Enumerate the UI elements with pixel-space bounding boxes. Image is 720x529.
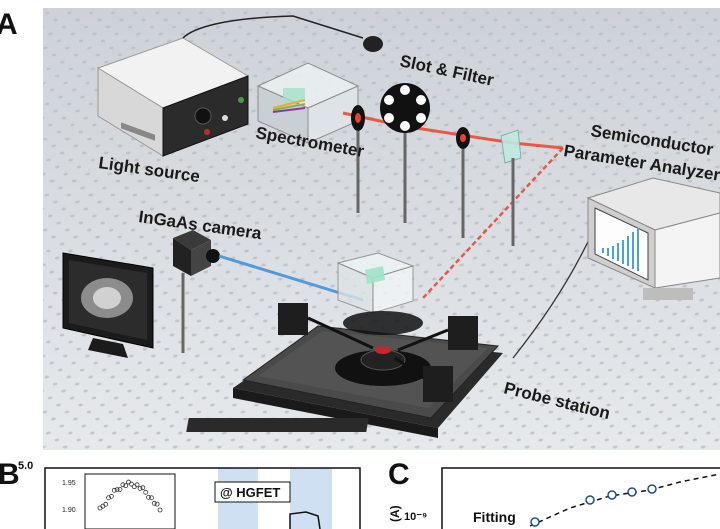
inset-tick-1: 1.95	[62, 480, 76, 487]
spectrometer-unit	[256, 62, 360, 144]
inset-point	[154, 501, 160, 507]
monitor	[62, 252, 154, 358]
panel-b-y-tick: 5.0	[18, 460, 33, 472]
inset-point	[143, 489, 149, 495]
hgfet-tag: @ HGFET	[220, 485, 280, 500]
data-point	[607, 490, 617, 500]
inset-point	[111, 487, 117, 493]
inset-point	[120, 482, 126, 488]
aperture-2	[456, 127, 470, 238]
laser-beam-down	[422, 147, 564, 299]
inset-point	[103, 501, 109, 507]
panel-b-frame	[44, 467, 361, 529]
panel-c-frame	[441, 467, 720, 529]
aperture-1	[351, 105, 365, 213]
panel-c-y-label: (A)	[388, 505, 402, 522]
probe-station	[186, 252, 503, 438]
inset-point	[129, 481, 134, 487]
ingaas-camera	[173, 230, 220, 353]
inset-point	[151, 500, 157, 506]
data-point	[530, 517, 540, 527]
inset-point	[114, 487, 120, 493]
panel-c-y-tick: 10⁻⁹	[404, 511, 427, 523]
panel-label-a: A	[0, 8, 18, 41]
inset-point	[134, 482, 140, 488]
filter-wheel	[380, 83, 430, 223]
panel-label-c: C	[388, 458, 410, 491]
inset-point	[109, 493, 114, 499]
inset-point	[149, 495, 154, 501]
fiber-coupler	[363, 36, 383, 52]
data-point	[585, 495, 595, 505]
analyzer-screen-bars	[602, 228, 639, 271]
inset-point	[106, 495, 111, 501]
inset-point	[117, 487, 123, 492]
parameter-analyzer	[586, 177, 720, 300]
data-point	[627, 487, 637, 497]
inset-point	[140, 485, 146, 491]
data-point	[647, 484, 657, 494]
light-source-unit	[96, 37, 250, 157]
inset-scatter	[97, 479, 163, 513]
mirror-cube	[500, 129, 522, 246]
inset-point	[137, 486, 143, 491]
inset-tick-2: 1.90	[62, 507, 76, 514]
panel-b-trace	[289, 511, 321, 529]
panel-c-legend: Fitting	[473, 509, 516, 525]
hgfet-tag-box	[214, 481, 291, 503]
panel-label-b: B	[0, 458, 20, 491]
fitting-line	[529, 473, 720, 527]
highlight-band-2	[290, 468, 332, 529]
panel-b-partial-chart: 5.0 1.95 1.90 @ HGFET	[18, 460, 361, 529]
inset-point	[157, 507, 163, 513]
panel-c-partial-chart: (A) 10⁻⁹ Fitting	[388, 467, 720, 529]
fiber-cable	[182, 15, 364, 39]
inset-point	[123, 483, 129, 489]
inset-point	[146, 494, 151, 500]
optical-setup-diagram: Light source Spectrometer Slot & Filter …	[43, 8, 720, 450]
